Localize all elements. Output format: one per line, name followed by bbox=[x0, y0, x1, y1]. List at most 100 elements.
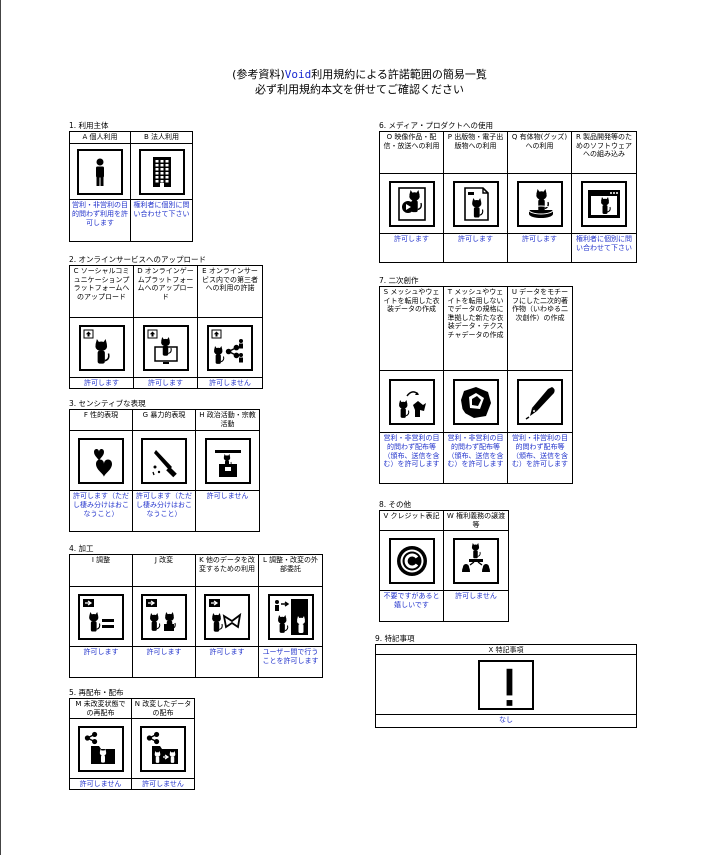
upload-monitor-icon bbox=[142, 324, 189, 371]
cell-icon-area bbox=[376, 655, 636, 715]
upload-share-icon bbox=[207, 324, 253, 371]
person-icon bbox=[77, 148, 123, 195]
upload-cat-icon bbox=[78, 324, 125, 371]
cell-icon-area bbox=[444, 531, 508, 591]
cell-title: C ソーシャルコミュニケーションプラットフォームへのアップロード bbox=[70, 266, 133, 318]
document-icon bbox=[452, 180, 499, 227]
cell-status: 許可します bbox=[146, 648, 182, 656]
section-label: 4. 加工 bbox=[69, 544, 94, 553]
cell-status: 許可します bbox=[209, 648, 245, 656]
permission-cell: E オンラインサービス内での第三者への利用の許諾 許可しません bbox=[198, 266, 262, 388]
hearts-icon bbox=[78, 437, 124, 484]
cell-icon-area bbox=[131, 144, 192, 200]
cell-status: 営利・非営利の目的問わず利用を許可します bbox=[72, 201, 128, 227]
cell-title: K 他のデータを改変するための利用 bbox=[196, 555, 258, 587]
cell-title: G 暴力的表現 bbox=[133, 410, 195, 431]
cell-icon-area bbox=[70, 431, 132, 491]
cell-icon-area bbox=[133, 587, 195, 647]
outsource-icon bbox=[267, 593, 314, 640]
cell-title: Q 有体物(グッズ)への利用 bbox=[508, 132, 571, 174]
cell-title: I 調整 bbox=[70, 555, 132, 587]
permission-cell: Q 有体物(グッズ)への利用 許可します bbox=[508, 132, 572, 262]
cell-status: 不要ですがあると嬉しいです bbox=[383, 592, 440, 609]
cell-status: 許可します bbox=[522, 235, 557, 243]
cell-title: V クレジット表記 bbox=[380, 511, 443, 531]
section-label: 6. メディア・プロダクトへの使用 bbox=[379, 121, 494, 130]
other-data-icon bbox=[204, 593, 250, 640]
cell-title: O 映像作品・配信・放送への利用 bbox=[380, 132, 443, 174]
permission-cell: T メッシュやウェイトを転用しないでデータの規格に準拠した新たな衣装データ・テク… bbox=[444, 287, 508, 483]
cell-icon-area bbox=[133, 431, 195, 491]
pen-icon bbox=[517, 378, 563, 425]
cell-icon-area bbox=[508, 174, 571, 234]
section-label: 2. オンラインサービスへのアップロード bbox=[69, 255, 207, 264]
permission-cell: K 他のデータを改変するための利用 許可します bbox=[196, 555, 259, 677]
section-label: 8. その他 bbox=[379, 500, 412, 509]
cell-icon-area bbox=[572, 174, 636, 234]
permission-cell: J 改変 許可します bbox=[133, 555, 196, 677]
cell-icon-area bbox=[70, 318, 133, 378]
permission-cell: C ソーシャルコミュニケーションプラットフォームへのアップロード 許可します bbox=[70, 266, 134, 388]
cell-icon-area bbox=[508, 371, 572, 433]
cell-status: 権利者に個別に問い合わせて下さい bbox=[133, 201, 190, 218]
adjust-icon bbox=[78, 593, 124, 640]
permission-cell: N 改変したデータの配布許可しません bbox=[132, 699, 194, 789]
share-folder-icon bbox=[77, 725, 124, 772]
permission-cell: D オンラインゲームプラットフォームへのアップロード 許可します bbox=[134, 266, 198, 388]
section-label: 1. 利用主体 bbox=[69, 121, 109, 130]
cell-icon-area bbox=[70, 719, 131, 779]
video-icon bbox=[388, 180, 435, 227]
cell-icon-area bbox=[70, 587, 132, 647]
cell-icon-area bbox=[380, 174, 443, 234]
cell-title: F 性的表現 bbox=[70, 410, 132, 431]
permission-cell: F 性的表現許可します（ただし棲み分けはおこなうこと） bbox=[70, 410, 133, 531]
cell-title: L 調整・改変の外部委託 bbox=[259, 555, 322, 587]
permission-cell: B 法人利用権利者に個別に問い合わせて下さい bbox=[131, 132, 192, 241]
cell-title: B 法人利用 bbox=[131, 132, 192, 144]
transfer-icon bbox=[453, 537, 499, 584]
title-suffix: 利用規約による許諾範囲の簡易一覧 bbox=[311, 68, 487, 81]
cell-status: ユーザー間で行うことを許可します bbox=[262, 648, 319, 665]
cell-title: D オンラインゲームプラットフォームへのアップロード bbox=[134, 266, 197, 318]
copyright-icon bbox=[388, 537, 435, 584]
section-label: 7. 二次創作 bbox=[379, 276, 419, 285]
cell-status: 営利・非営利の目的問わず配布等（頒布、送信を含む）を許可します bbox=[447, 434, 504, 469]
cell-status: 許可します bbox=[458, 235, 493, 243]
cell-icon-area bbox=[70, 144, 130, 200]
permission-cell: S メッシュやウェイトを転用した衣装データの作成 営利・非営利の目的問わず配布等… bbox=[380, 287, 444, 483]
cell-status: 許可しません bbox=[455, 592, 497, 600]
section-label: 3. センシティブな表現 bbox=[69, 399, 146, 408]
cell-icon-area bbox=[380, 371, 443, 433]
cell-icon-area bbox=[444, 174, 507, 234]
cell-status: 許可しません bbox=[79, 780, 122, 788]
exclamation-icon bbox=[478, 659, 534, 710]
cell-status: 許可します bbox=[394, 235, 429, 243]
permission-cell: O 映像作品・配信・放送への利用 許可します bbox=[380, 132, 444, 262]
cell-status: 許可しません bbox=[206, 492, 249, 500]
section-label: 9. 特記事項 bbox=[375, 634, 415, 643]
share-modified-icon bbox=[140, 725, 186, 772]
building-icon bbox=[138, 148, 185, 195]
section-s7: 7. 二次創作 S メッシュやウェイトを転用した衣装データの作成 営利・非営利の目… bbox=[379, 276, 573, 484]
cell-status: 許可します（ただし棲み分けはおこなうこと） bbox=[73, 492, 129, 518]
permission-grid: X 特記事項なし bbox=[375, 644, 637, 728]
cell-icon-area bbox=[198, 318, 262, 378]
podium-icon bbox=[204, 437, 251, 484]
cell-title: P 出版物・電子出版物への利用 bbox=[444, 132, 507, 174]
cell-status: なし bbox=[499, 716, 513, 724]
cell-title: R 製品開発等のためのソフトウェアへの組み込み bbox=[572, 132, 636, 174]
modify-icon bbox=[141, 593, 187, 640]
permission-cell: W 権利義務の譲渡等 許可しません bbox=[444, 511, 508, 621]
permission-grid: S メッシュやウェイトを転用した衣装データの作成 営利・非営利の目的問わず配布等… bbox=[379, 286, 573, 484]
